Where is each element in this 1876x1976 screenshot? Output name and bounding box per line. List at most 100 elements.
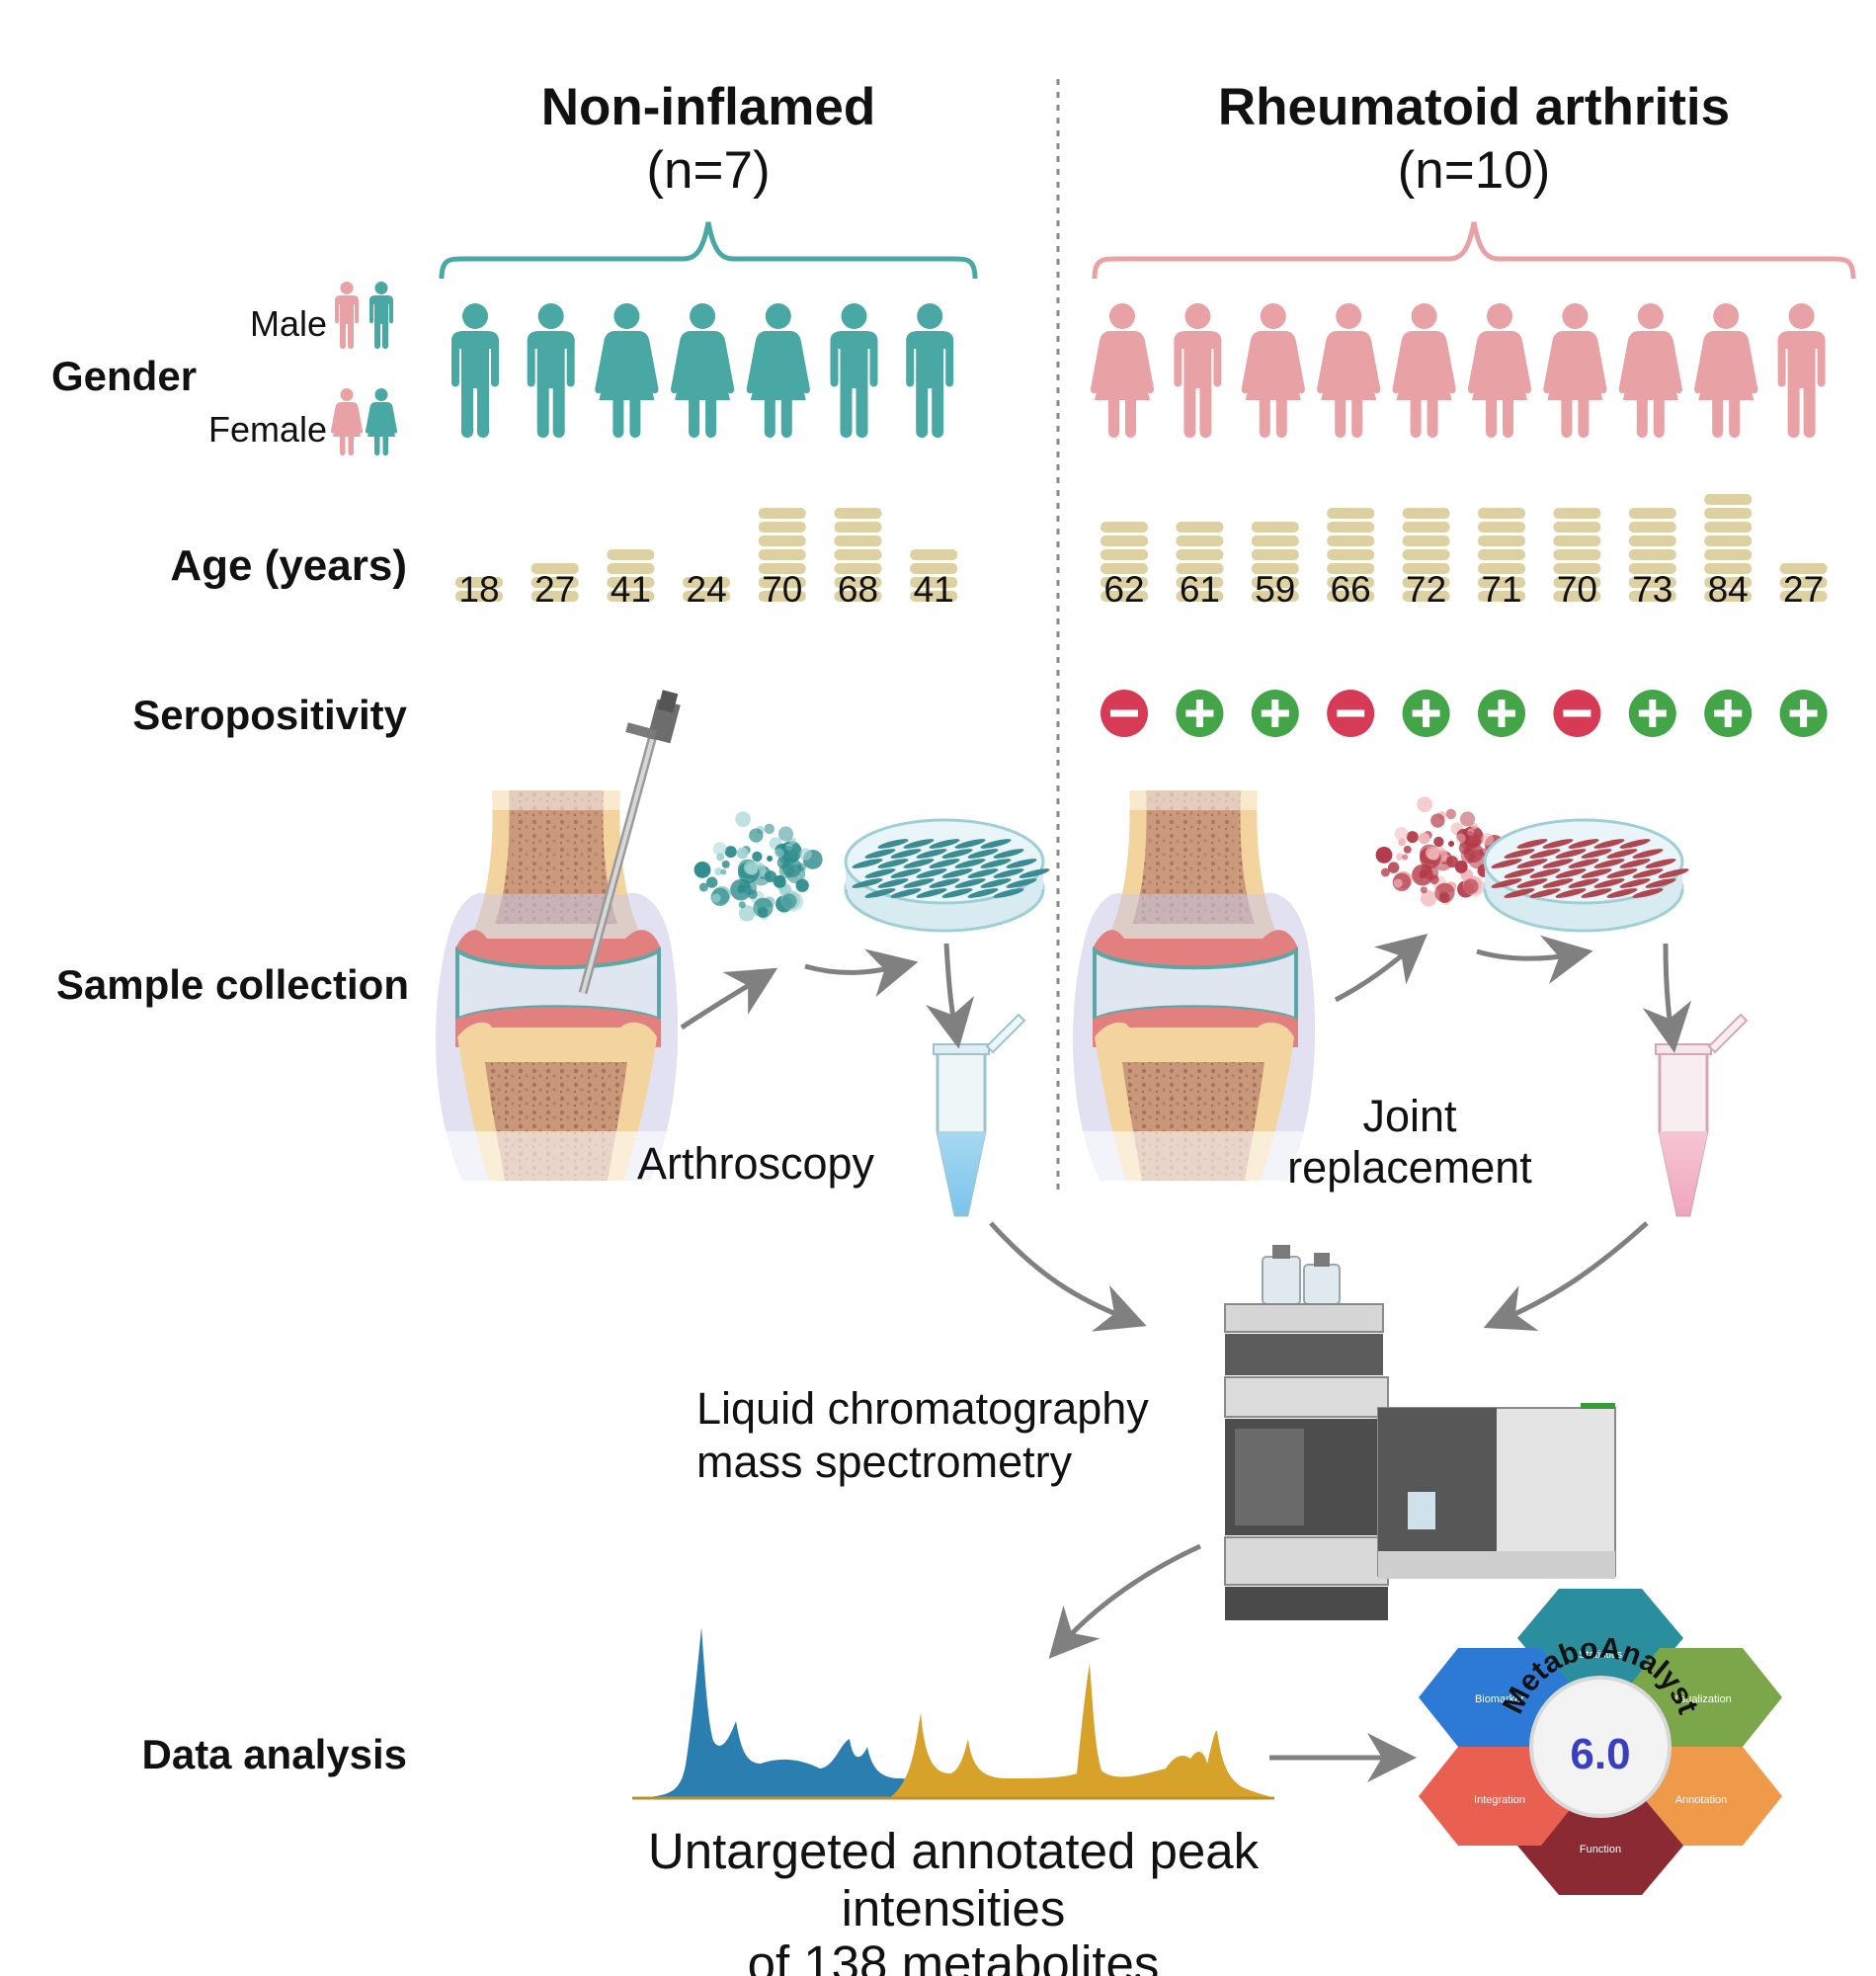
control-age-value: 24 xyxy=(687,569,727,610)
row-label-gender: Gender xyxy=(51,353,197,399)
seropositive-icon xyxy=(1779,690,1828,737)
workflow-arrows xyxy=(680,934,1692,1782)
person-female-icon xyxy=(595,303,659,438)
seropositive-icon xyxy=(1628,690,1676,737)
ra-age-value: 61 xyxy=(1180,569,1220,610)
control-age-stack xyxy=(530,563,579,602)
sample-tube-ra-icon xyxy=(1655,1013,1749,1217)
legend-female-ra-icon xyxy=(330,388,364,455)
control-age-row: 18 27 41 24 70 68 41 xyxy=(455,508,958,610)
control-age-value: 70 xyxy=(762,569,802,610)
ra-age-stack xyxy=(1704,494,1753,602)
ra-age-value: 84 xyxy=(1708,569,1749,610)
seronegative-icon xyxy=(1101,690,1148,737)
chromatogram-peaks-blue xyxy=(632,1627,1087,1798)
seropositive-icon xyxy=(1704,690,1753,737)
ra-age-value: 62 xyxy=(1103,569,1144,610)
person-male-icon xyxy=(451,303,499,438)
ra-age-stack xyxy=(1628,508,1676,602)
arthroscope-icon xyxy=(578,690,681,995)
control-age-stack xyxy=(455,577,503,602)
seronegative-icon xyxy=(1327,690,1375,737)
petri-dish-control-icon xyxy=(844,818,1050,933)
sample-tube-control-icon xyxy=(933,1013,1026,1217)
ra-age-value: 59 xyxy=(1255,569,1295,610)
ra-age-value: 27 xyxy=(1783,569,1824,610)
person-female-icon xyxy=(671,303,735,438)
ra-age-value: 72 xyxy=(1406,569,1446,610)
joint-replacement-label-line1: Joint xyxy=(1362,1091,1457,1141)
row-label-data-analysis: Data analysis xyxy=(142,1731,408,1777)
ra-age-stack xyxy=(1779,563,1828,602)
control-gender-row xyxy=(451,303,954,438)
row-label-seropositivity: Seropositivity xyxy=(132,692,407,738)
ra-group-title: Rheumatoid arthritis xyxy=(1218,78,1730,136)
synovial-cells-control-icon xyxy=(693,811,823,922)
person-female-icon xyxy=(1694,303,1758,438)
chromatogram-peaks-gold xyxy=(889,1664,1274,1798)
knee-joint-control xyxy=(436,781,680,1191)
peaks-label-line3: of 138 metabolites xyxy=(748,1935,1160,1976)
control-age-stack xyxy=(834,508,882,602)
row-label-sample-collection: Sample collection xyxy=(56,961,409,1008)
module-visualization: Visualization xyxy=(1671,1693,1732,1705)
control-brace xyxy=(439,221,978,280)
legend-female-control-icon xyxy=(365,388,398,455)
module-statistics: Statistics xyxy=(1579,1649,1623,1661)
control-age-value: 68 xyxy=(838,569,878,610)
ra-age-stack xyxy=(1553,508,1601,602)
peaks-label-line1: Untargeted annotated peak xyxy=(648,1823,1260,1879)
ra-age-value: 73 xyxy=(1632,569,1672,610)
control-age-value: 27 xyxy=(534,569,575,610)
seropositive-icon xyxy=(1251,690,1299,737)
joint-replacement-label-line2: replacement xyxy=(1287,1142,1532,1193)
ra-age-stack xyxy=(1402,508,1450,602)
person-male-icon xyxy=(527,303,575,438)
ra-seropositivity-row xyxy=(1101,690,1828,737)
person-female-icon xyxy=(1618,303,1682,438)
control-group-title: Non-inflamed xyxy=(541,78,876,136)
person-female-icon xyxy=(1543,303,1607,438)
person-female-icon xyxy=(1317,303,1381,438)
ra-age-stack xyxy=(1251,522,1299,602)
control-age-stack xyxy=(910,549,958,602)
person-male-icon xyxy=(830,303,878,438)
ra-brace xyxy=(1092,221,1856,280)
control-age-stack xyxy=(758,508,806,602)
metaboanalyst-version: 6.0 xyxy=(1570,1730,1630,1778)
seropositive-icon xyxy=(1402,690,1450,737)
gender-legend xyxy=(330,282,398,455)
seropositive-icon xyxy=(1176,690,1224,737)
ra-age-value: 70 xyxy=(1557,569,1597,610)
ra-age-stack xyxy=(1327,508,1375,602)
control-age-stack xyxy=(683,577,731,602)
seropositive-icon xyxy=(1478,690,1525,737)
module-annotation: Annotation xyxy=(1675,1794,1728,1806)
person-male-icon xyxy=(1777,303,1826,438)
chromatogram-icon xyxy=(632,1627,1274,1800)
legend-male-label: Male xyxy=(250,303,327,344)
control-group-n: (n=7) xyxy=(646,141,770,200)
petri-dish-ra-icon xyxy=(1483,818,1689,933)
control-age-value: 41 xyxy=(914,569,954,610)
person-female-icon xyxy=(1241,303,1305,438)
ra-age-value: 66 xyxy=(1331,569,1371,610)
person-male-icon xyxy=(1174,303,1222,438)
module-integration: Integration xyxy=(1474,1794,1525,1806)
control-age-value: 41 xyxy=(611,569,651,610)
lc-ms-instrument-icon xyxy=(1224,1245,1616,1620)
module-biomarker: Biomarker xyxy=(1475,1693,1524,1705)
person-female-icon xyxy=(1090,303,1155,438)
arthroscopy-label: Arthroscopy xyxy=(637,1138,875,1189)
knee-joint-ra xyxy=(1073,781,1317,1191)
lcms-label-line1: Liquid chromatography xyxy=(696,1383,1149,1434)
metaboanalyst-logo: Statistics Visualization Annotation Func… xyxy=(1419,1589,1782,1895)
peaks-label-line2: intensities xyxy=(842,1880,1066,1936)
lcms-label-line2: mass spectrometry xyxy=(696,1437,1073,1487)
legend-female-label: Female xyxy=(208,409,327,450)
module-function: Function xyxy=(1580,1844,1621,1855)
seronegative-icon xyxy=(1553,690,1601,737)
control-age-value: 18 xyxy=(458,569,499,610)
